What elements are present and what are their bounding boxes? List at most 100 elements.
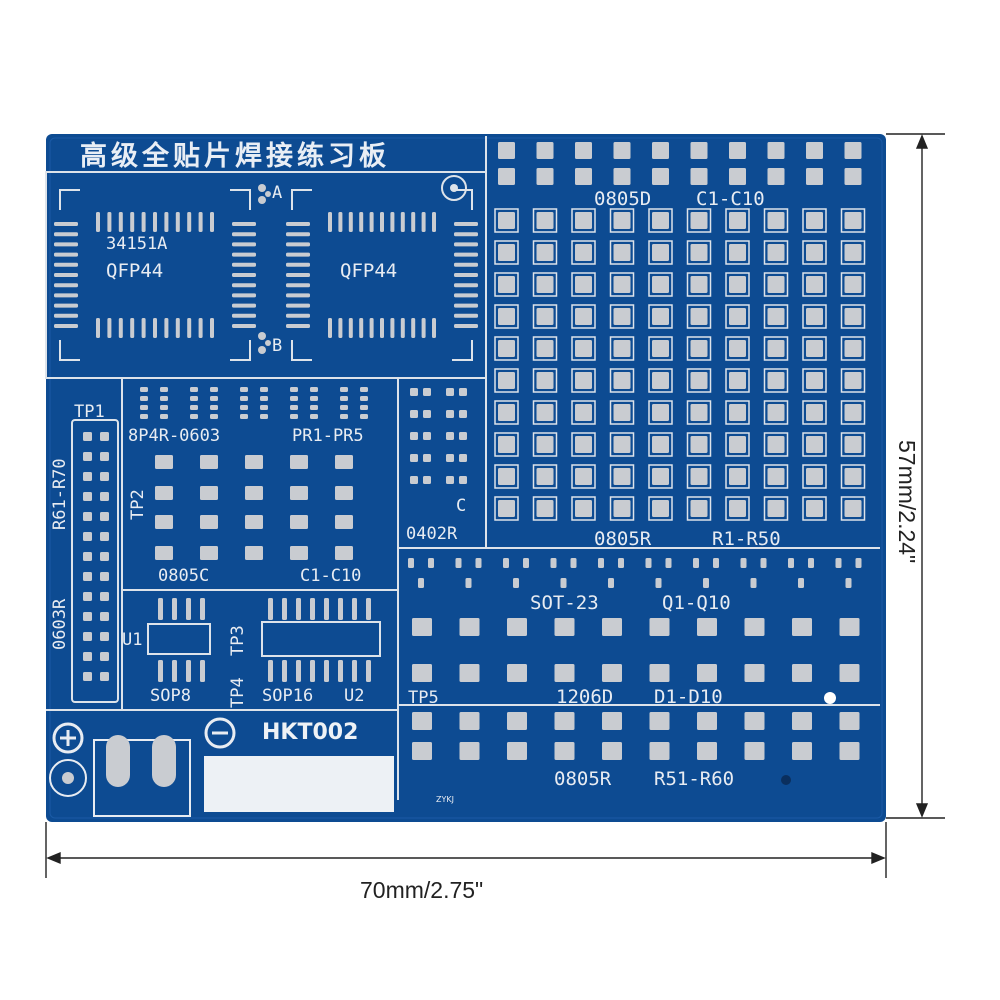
- sop8-pin: [186, 660, 191, 682]
- bottom-resistor-pad: [744, 712, 765, 730]
- side-resistor-pad: [100, 512, 109, 521]
- network-pad: [210, 405, 218, 410]
- sot-label: SOT-23: [530, 592, 599, 614]
- capacitor-pad: [806, 142, 823, 159]
- diode-pad: [459, 664, 480, 682]
- resistor-pad: [806, 404, 823, 421]
- resistor-pad: [652, 212, 669, 229]
- resistor-pad-outline: [532, 464, 558, 489]
- qfp-pad: [454, 232, 478, 237]
- sop16-pin: [366, 598, 371, 620]
- resistor-pad-outline: [686, 240, 712, 265]
- qfp-pad: [286, 283, 310, 288]
- bottom-resistor-pad: [697, 712, 717, 730]
- resistor-pad-outline: [609, 432, 635, 457]
- resistor-pad: [536, 308, 554, 325]
- network-pad: [340, 414, 348, 419]
- qfp-pad: [359, 318, 364, 338]
- capacitor-pad: [155, 486, 173, 500]
- resistor-pad-outline: [802, 368, 827, 393]
- resistor-pad: [767, 468, 785, 485]
- resistor-pad: [690, 436, 708, 453]
- capacitor-pad: [806, 168, 823, 185]
- resistor-pad-outline: [609, 272, 635, 297]
- tp1-label: TP1: [74, 402, 105, 422]
- resistor-pad: [652, 500, 669, 517]
- sop8-pin: [200, 660, 205, 682]
- network-pad: [140, 414, 148, 419]
- capacitor-pad: [652, 168, 669, 185]
- resistor-pad: [498, 308, 515, 325]
- resistor-pad: [767, 276, 785, 293]
- resistor-pad-outline: [763, 400, 789, 425]
- sot-pad: [740, 558, 747, 568]
- small-resistor-pad: [410, 476, 418, 484]
- resistor-pad: [767, 500, 785, 517]
- sop16-pin: [310, 598, 315, 620]
- resistor-pad: [575, 436, 592, 453]
- qfp-pad: [153, 318, 157, 338]
- resistor-pad-outline: [571, 304, 596, 329]
- resistor-pad: [690, 468, 708, 485]
- network-pad: [190, 414, 198, 419]
- resistor-pad-outline: [494, 496, 519, 521]
- network-pad: [190, 387, 198, 392]
- resistor-pad: [613, 468, 631, 485]
- sot-pad: [808, 558, 814, 568]
- resistor-pad: [844, 276, 862, 293]
- bottom-resistor-pad: [507, 742, 527, 760]
- qfp-pad: [54, 242, 78, 247]
- sot-pad: [798, 578, 804, 588]
- resistor-pad: [729, 276, 746, 293]
- qfp-pad: [232, 222, 256, 226]
- bottom-resistor-pad: [602, 712, 622, 730]
- network-pad: [340, 396, 348, 401]
- small-resistor-pad: [423, 410, 431, 418]
- qfp-pad: [286, 232, 310, 237]
- qfp-pad: [210, 212, 214, 232]
- tp2-label: TP2: [128, 489, 148, 520]
- network-pad: [260, 396, 268, 401]
- resistor-pad-outline: [802, 208, 827, 233]
- bottom-resistor-pad: [507, 712, 527, 730]
- mark-b-label: B: [272, 336, 283, 356]
- sot-pad: [428, 558, 434, 568]
- sot-pad: [645, 558, 652, 568]
- sot-pad: [655, 578, 662, 588]
- diode-pad: [744, 664, 765, 682]
- resistor-pad-outline: [648, 432, 673, 457]
- sop16-pin: [352, 660, 357, 682]
- qfp-pad: [198, 212, 203, 232]
- qfp-pad: [54, 293, 78, 298]
- resistor-pad-outline: [609, 368, 635, 393]
- sot-pad: [513, 578, 519, 588]
- small-resistor-pad: [423, 454, 431, 462]
- resistor-pad-outline: [840, 496, 866, 521]
- resistor-pad-outline: [494, 304, 519, 329]
- network-pad: [140, 405, 148, 410]
- resistor-pad-outline: [609, 400, 635, 425]
- resistor-pad-outline: [802, 432, 827, 457]
- resistor-pad-outline: [686, 304, 712, 329]
- network-pad: [160, 396, 168, 401]
- capacitor-pad: [690, 142, 708, 159]
- diode-pad: [602, 618, 622, 636]
- sot-range-label: Q1-Q10: [662, 592, 731, 614]
- resistor-pad: [652, 340, 669, 357]
- resistor-pad: [806, 468, 823, 485]
- resistor-pad: [536, 468, 554, 485]
- qfp-pad: [232, 232, 256, 237]
- network-pad: [240, 387, 248, 392]
- qfp-pad: [454, 262, 478, 267]
- diode-pad: [554, 664, 575, 682]
- side-resistor-pad: [100, 472, 109, 481]
- qfp-pad: [141, 212, 146, 232]
- sot-pad: [750, 578, 757, 588]
- qfp-pad: [175, 318, 180, 338]
- small-resistor-pad: [446, 432, 454, 440]
- resistor-pad: [652, 276, 669, 293]
- capacitor-pad: [767, 168, 785, 185]
- network-pad: [340, 387, 348, 392]
- diode-label: 1206D: [556, 686, 614, 708]
